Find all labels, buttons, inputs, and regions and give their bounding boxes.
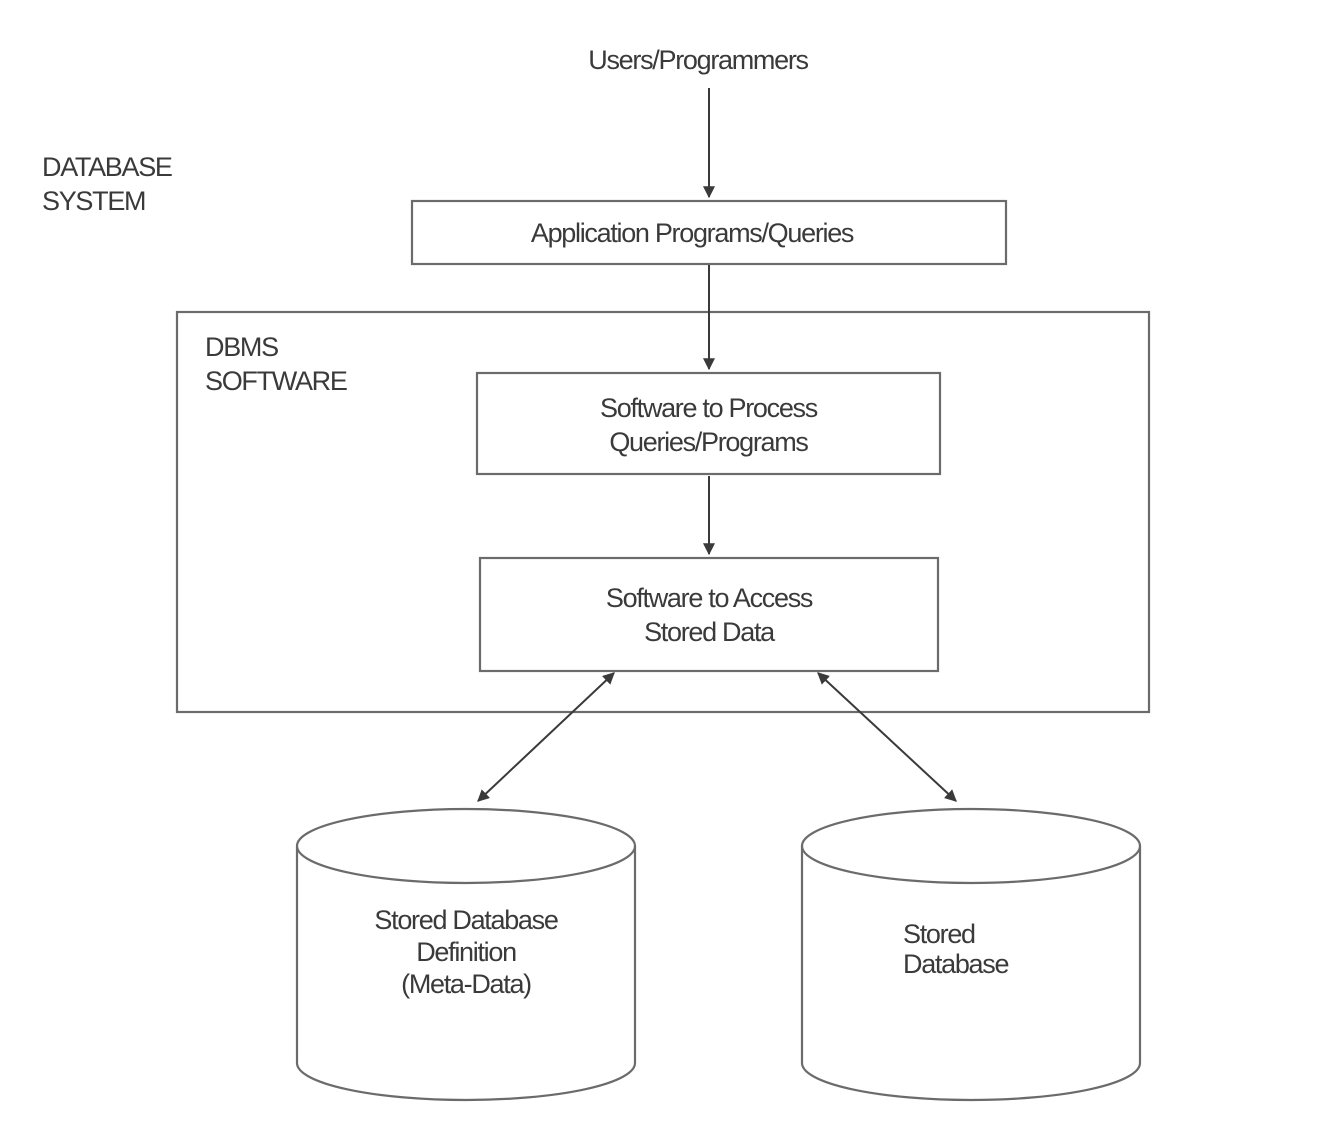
access-software-label: Software to Access Stored Data (605, 583, 814, 647)
stored-database-label: Stored Database (903, 919, 1009, 979)
process-software-box (475, 371, 942, 476)
dbms-software-label: DBMS SOFTWARE (205, 332, 348, 396)
metadata-database-label: Stored Database Definition (Meta-Data) (374, 905, 558, 999)
database-system-label: DATABASE SYSTEM (42, 152, 173, 216)
users-programmers-label: Users/Programmers (588, 45, 809, 75)
metadata-database-cylinder (295, 807, 637, 1102)
stored-database-cylinder (800, 807, 1142, 1102)
process-software-label: Software to Process Queries/Programs (600, 393, 818, 457)
arrow-access-stored-db (817, 672, 957, 802)
application-programs-box (410, 199, 1008, 266)
dbms-software-container (175, 310, 1151, 714)
access-software-box (478, 556, 940, 673)
application-programs-label: Application Programs/Queries (530, 218, 855, 248)
arrow-access-metadata (477, 672, 615, 802)
